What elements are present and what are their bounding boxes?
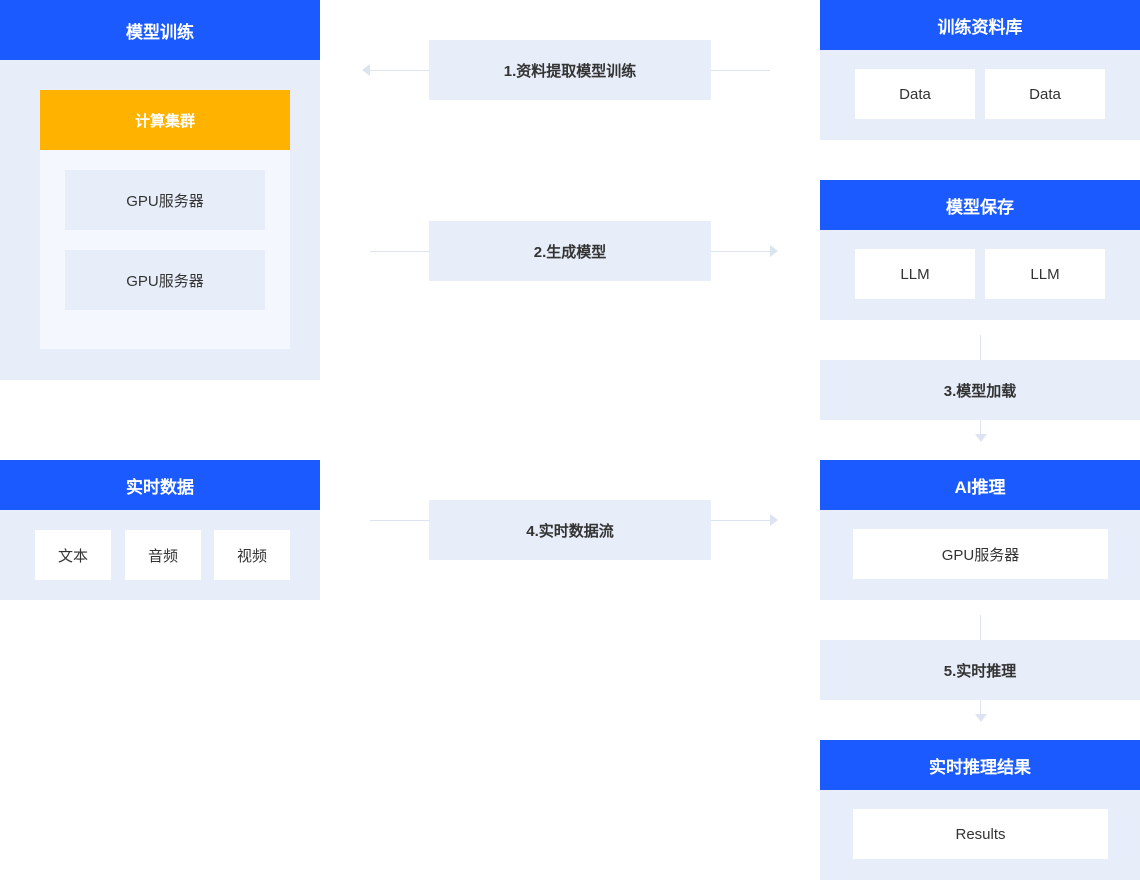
step4-connector-right — [711, 520, 771, 521]
step1-connector-left — [370, 70, 429, 71]
gpu-server-1: GPU服务器 — [65, 170, 265, 230]
realtime-item-audio: 音频 — [125, 530, 201, 580]
step1-label: 1.资料提取模型训练 — [429, 40, 711, 100]
step5-arrow-down-icon — [975, 714, 987, 722]
step3-arrow-down-icon — [975, 434, 987, 442]
model-save-item-llm-2: LLM — [985, 249, 1105, 299]
inference-gpu-server: GPU服务器 — [853, 529, 1108, 579]
step2-arrow-right-icon — [770, 245, 778, 257]
library-item-data-2: Data — [985, 69, 1105, 119]
step3-label: 3.模型加载 — [820, 360, 1140, 420]
gpu-server-2: GPU服务器 — [65, 250, 265, 310]
step2-label: 2.生成模型 — [429, 221, 711, 281]
step4-arrow-right-icon — [770, 514, 778, 526]
results-title: 实时推理结果 — [820, 740, 1140, 790]
cluster-title: 计算集群 — [40, 90, 290, 150]
step2-connector-left — [370, 251, 429, 252]
library-title: 训练资料库 — [820, 0, 1140, 50]
step4-connector-left — [370, 520, 429, 521]
step5-label: 5.实时推理 — [820, 640, 1140, 700]
step3-connector-bottom — [980, 420, 981, 434]
results-item: Results — [853, 809, 1108, 859]
model-save-title: 模型保存 — [820, 180, 1140, 230]
step5-connector-bottom — [980, 700, 981, 714]
step2-connector-right — [711, 251, 771, 252]
step1-arrow-left-icon — [362, 64, 370, 76]
training-title: 模型训练 — [0, 0, 320, 60]
step3-connector-top — [980, 335, 981, 360]
realtime-item-text: 文本 — [35, 530, 111, 580]
model-save-item-llm-1: LLM — [855, 249, 975, 299]
realtime-title: 实时数据 — [0, 460, 320, 510]
step4-label: 4.实时数据流 — [429, 500, 711, 560]
library-item-data-1: Data — [855, 69, 975, 119]
realtime-item-video: 视频 — [214, 530, 290, 580]
step5-connector-top — [980, 615, 981, 640]
inference-title: AI推理 — [820, 460, 1140, 510]
step1-connector-right — [711, 70, 770, 71]
